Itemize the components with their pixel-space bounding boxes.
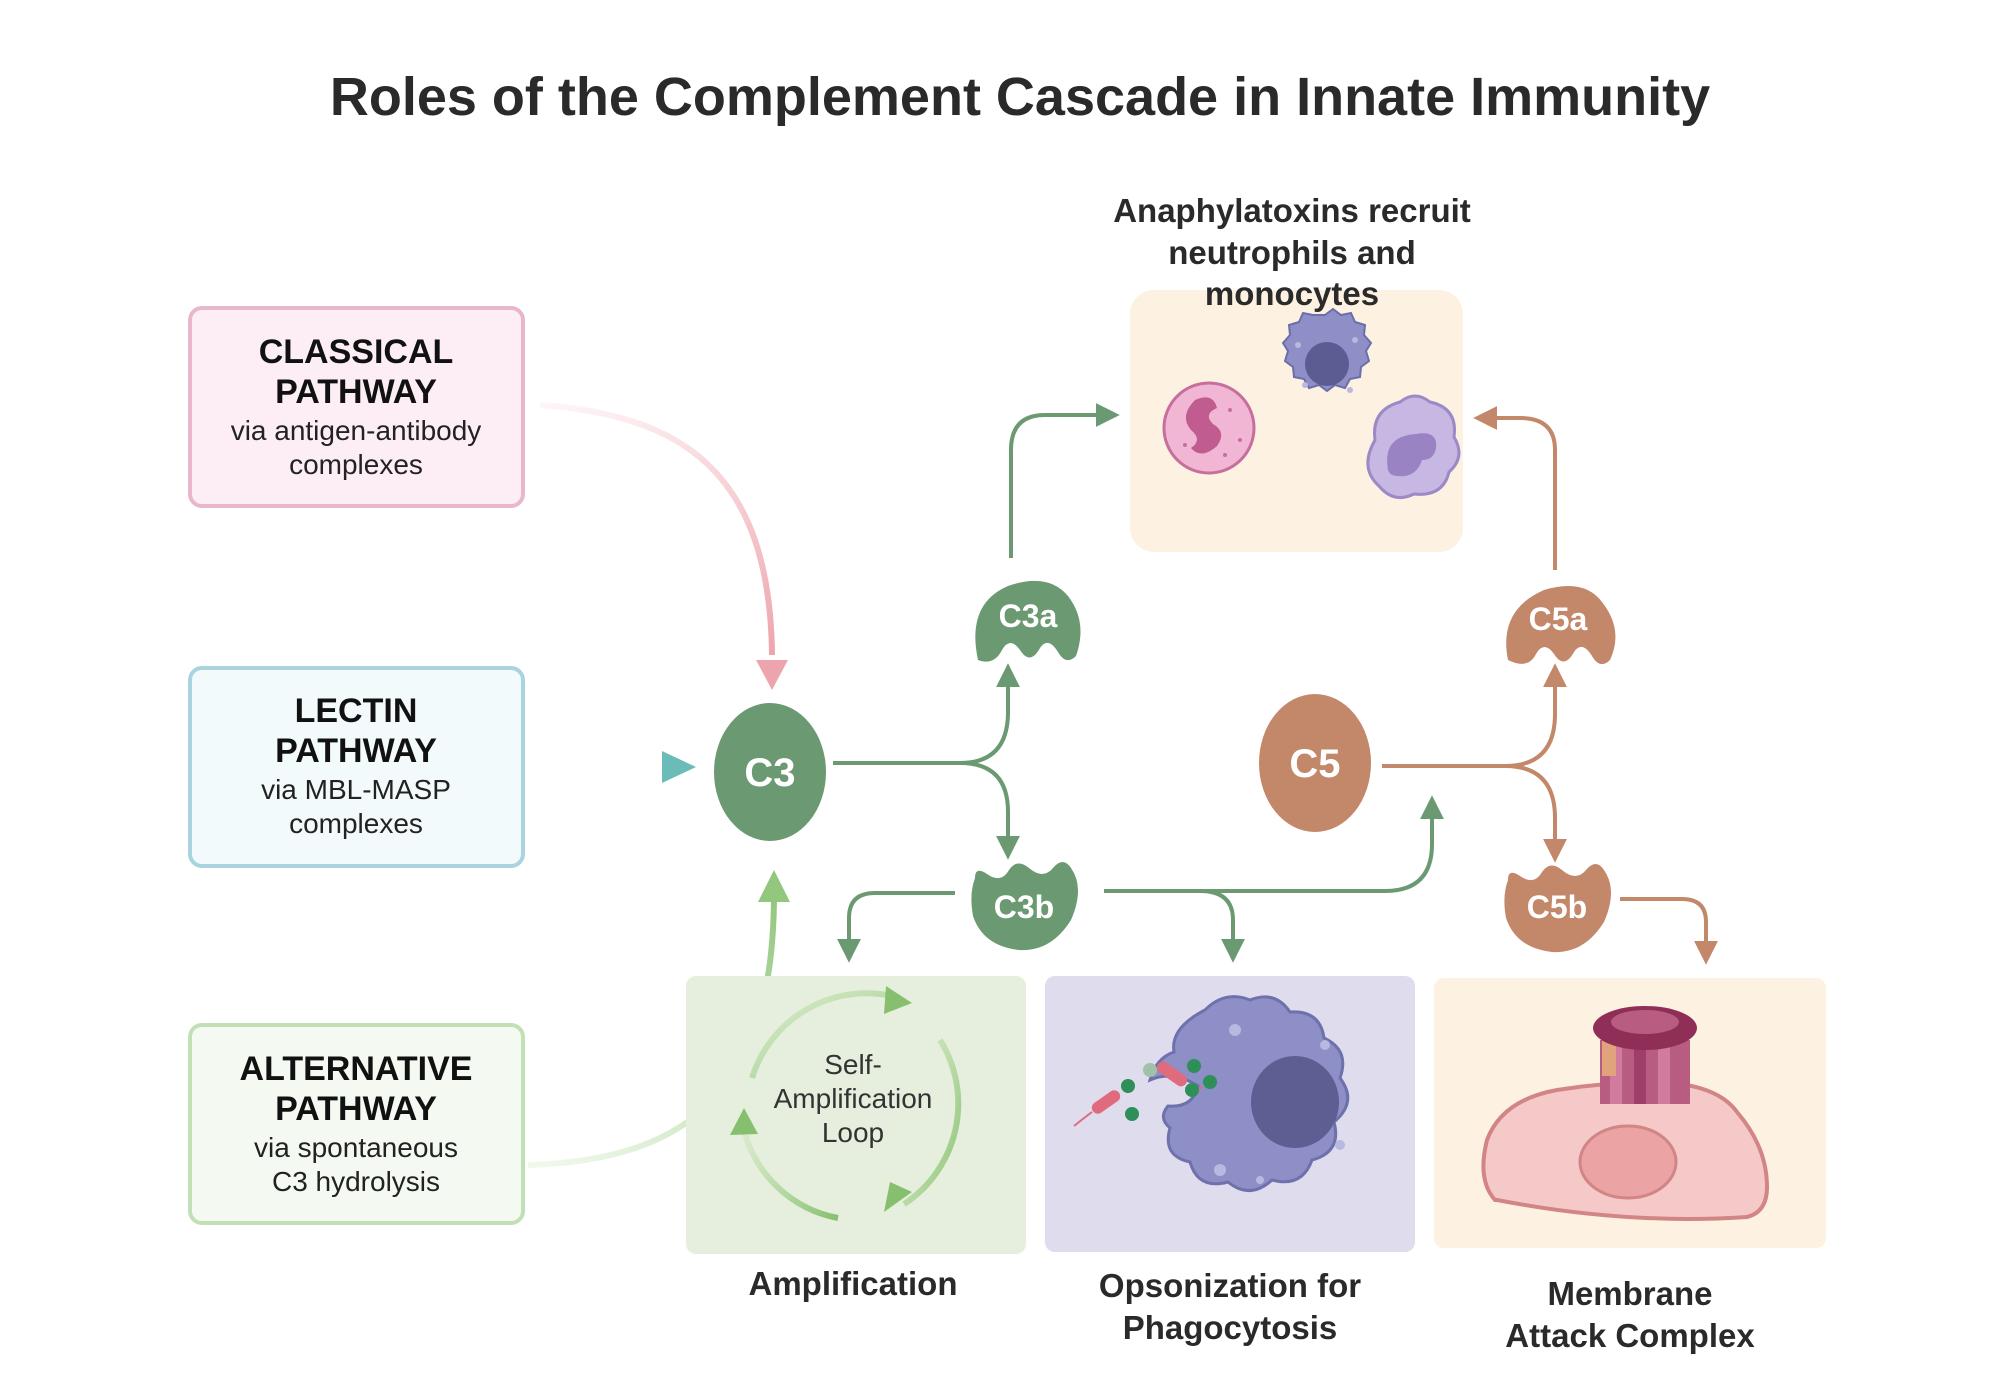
pathway-subtitle: complexes xyxy=(289,449,423,480)
pathway-title: CLASSICAL xyxy=(259,333,454,371)
c5b-node: C5b xyxy=(1504,864,1611,953)
c5-label: C5 xyxy=(1289,742,1340,786)
self-amplification-loop-icon xyxy=(730,986,962,1221)
pathway-subtitle: via antigen-antibody xyxy=(231,415,482,446)
c5-node: C5 xyxy=(1259,694,1371,832)
pathway-subtitle: via MBL-MASP xyxy=(261,774,451,805)
lectin-to-c3-arrow xyxy=(528,751,696,783)
macrophage-icon xyxy=(1147,995,1350,1192)
c3b-to-c5-arrow xyxy=(1200,795,1444,893)
c5b-to-mac-arrow xyxy=(1620,897,1718,965)
pathway-subtitle: complexes xyxy=(289,808,423,839)
anaphylatoxin-caption: Anaphylatoxins recruit xyxy=(1113,192,1471,229)
pathway-title: LECTIN xyxy=(295,692,418,730)
amplification-caption: Amplification xyxy=(748,1265,957,1302)
c3b-to-opsonization-arrow xyxy=(1104,889,1245,963)
classical-to-c3-arrow xyxy=(539,402,788,690)
c3a-node: C3a xyxy=(975,580,1081,662)
loop-label: Self- xyxy=(824,1049,882,1080)
bacteria-icon xyxy=(1073,1059,1217,1127)
mac-pore-icon xyxy=(1593,1006,1697,1104)
c5-to-c5a-arrow xyxy=(1382,663,1567,768)
monocyte-icon xyxy=(1281,307,1373,393)
host-cell-icon xyxy=(1481,1079,1770,1221)
page-title: Roles of the Complement Cascade in Innat… xyxy=(330,67,1710,127)
c3a-label: C3a xyxy=(999,598,1058,634)
anaphylatoxin-caption: monocytes xyxy=(1205,275,1379,312)
mac-caption: Attack Complex xyxy=(1505,1317,1755,1354)
c3-node: C3 xyxy=(714,703,826,841)
pathway-title: PATHWAY xyxy=(275,732,437,770)
c5-to-c5b-arrow xyxy=(1504,764,1567,863)
c5a-to-panel-arrow xyxy=(1473,406,1557,570)
opsonization-caption: Opsonization for xyxy=(1099,1267,1361,1304)
pathway-box-lectin: LECTIN PATHWAY via MBL-MASP complexes xyxy=(188,666,525,868)
pathway-subtitle: via spontaneous xyxy=(254,1132,458,1163)
c3-to-c3b-arrow xyxy=(959,761,1020,860)
c3b-node: C3b xyxy=(971,862,1078,951)
c5a-label: C5a xyxy=(1529,601,1588,637)
c5b-label: C5b xyxy=(1527,889,1587,925)
c5-branch-arrows xyxy=(1382,406,1718,965)
c3-branch-arrows xyxy=(833,403,1444,963)
pathway-title: PATHWAY xyxy=(275,373,437,411)
c5a-node: C5a xyxy=(1506,586,1616,665)
c3-to-c3a-arrow xyxy=(833,663,1020,765)
c3b-label: C3b xyxy=(994,889,1054,925)
pathway-title: ALTERNATIVE xyxy=(240,1050,473,1088)
c3a-to-panel-arrow xyxy=(1009,403,1120,558)
loop-label: Loop xyxy=(822,1117,884,1148)
pathway-subtitle: C3 hydrolysis xyxy=(272,1166,440,1197)
c3b-to-amplification-arrow xyxy=(837,891,955,963)
pathway-box-alternative: ALTERNATIVE PATHWAY via spontaneous C3 h… xyxy=(188,1023,525,1225)
pathway-box-classical: CLASSICAL PATHWAY via antigen-antibody c… xyxy=(188,306,525,508)
loop-label: Amplification xyxy=(774,1083,933,1114)
neutrophil-icon xyxy=(1162,381,1256,475)
opsonization-caption: Phagocytosis xyxy=(1123,1309,1338,1346)
pathway-title: PATHWAY xyxy=(275,1090,437,1128)
c3-label: C3 xyxy=(744,751,795,795)
mac-caption: Membrane xyxy=(1547,1275,1712,1312)
amplification-panel xyxy=(686,976,1026,1254)
anaphylatoxin-caption: neutrophils and xyxy=(1168,234,1416,271)
monocyte-icon xyxy=(1366,394,1461,500)
